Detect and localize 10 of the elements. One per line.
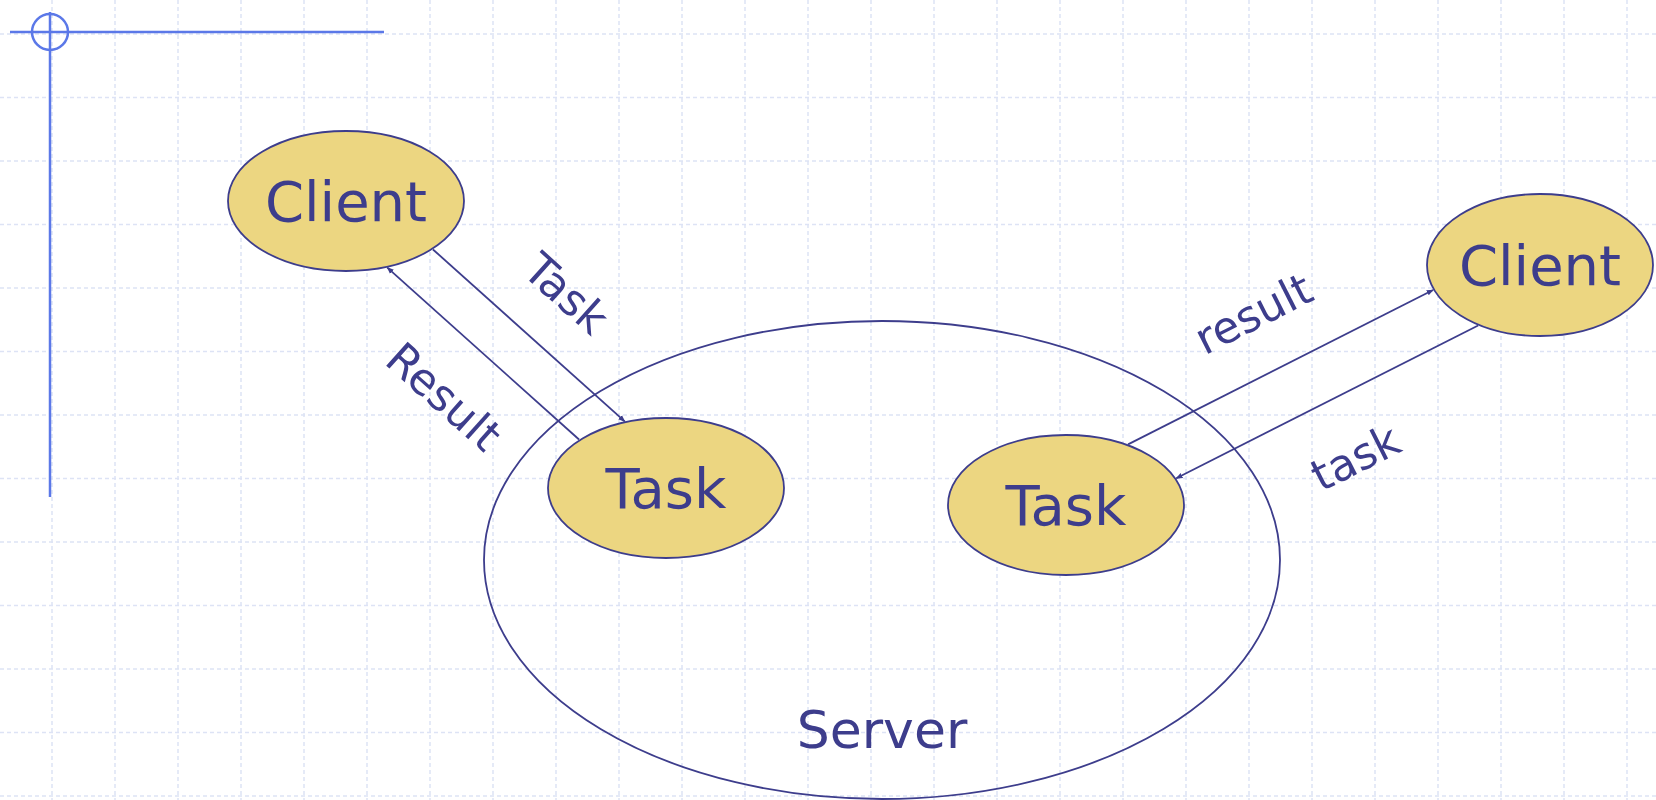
arrow: [1175, 324, 1480, 480]
arrow: [432, 248, 626, 423]
arrow: [1127, 289, 1434, 446]
node-label: Server: [796, 700, 968, 760]
node-label: Client: [264, 168, 428, 234]
edge-label: task: [1302, 413, 1408, 501]
node-label: Client: [1458, 232, 1622, 298]
node-label: Task: [605, 455, 727, 521]
node-label: Task: [1005, 472, 1127, 538]
arrow: [386, 266, 580, 441]
